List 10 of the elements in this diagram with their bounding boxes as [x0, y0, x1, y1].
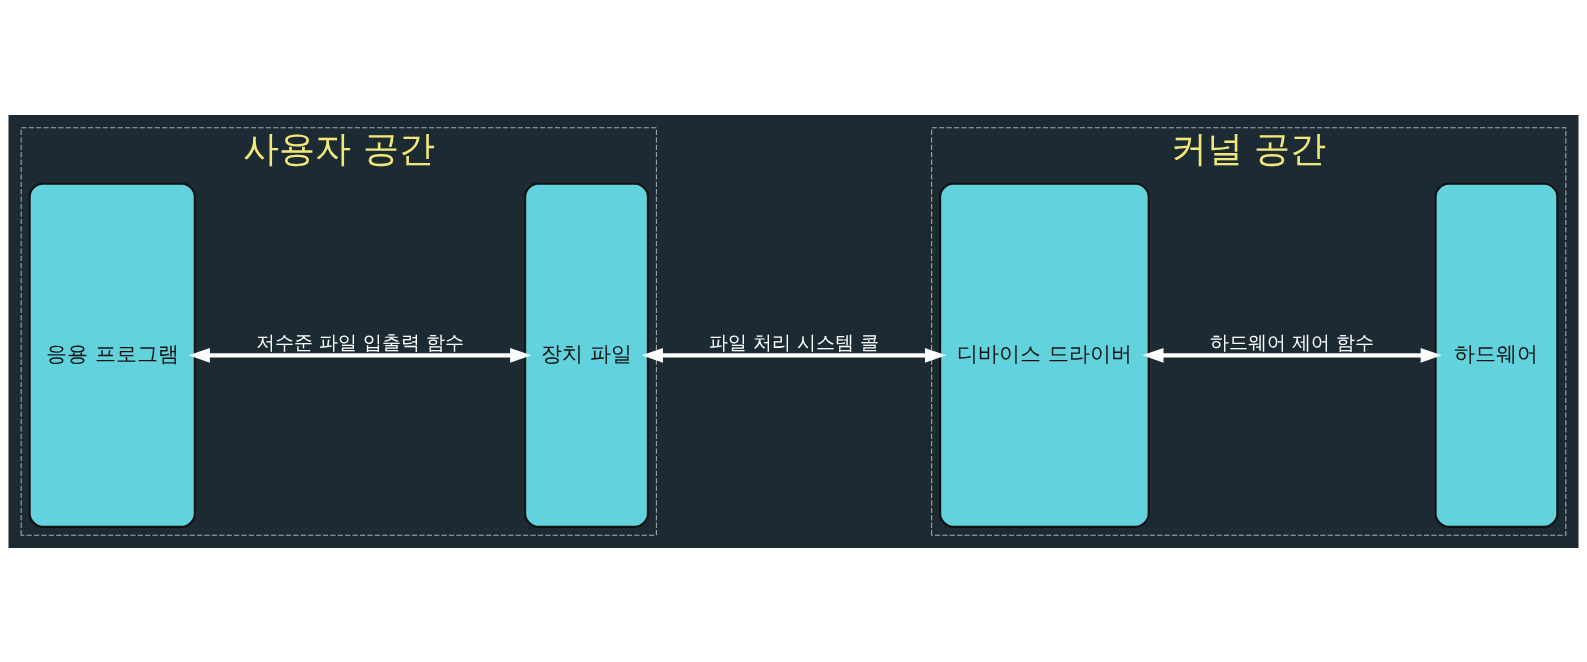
arrow	[188, 347, 532, 363]
edge-label: 파일 처리 시스템 콜	[708, 330, 880, 353]
arrow	[641, 347, 947, 363]
arrow	[1142, 347, 1442, 363]
node-box: 응용 프로그램	[28, 182, 196, 528]
edge-label: 하드웨어 제어 함수	[1210, 330, 1375, 353]
node-box: 장치 파일	[524, 182, 649, 528]
node-box: 하드웨어	[1434, 182, 1559, 528]
edge-label: 저수준 파일 입출력 함수	[255, 330, 465, 353]
node-box: 디바이스 드라이버	[939, 182, 1150, 528]
